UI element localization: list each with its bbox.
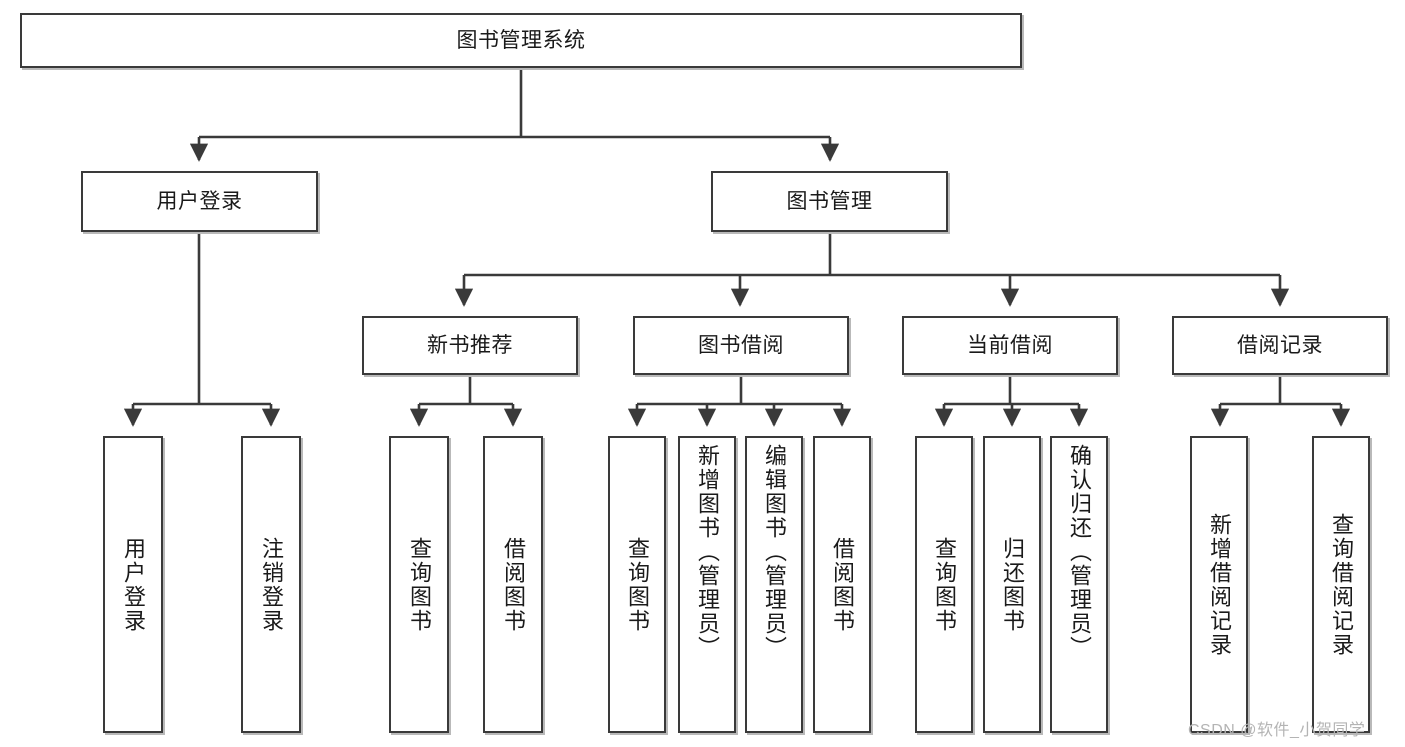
leaf-query-record[interactable]: 查询借阅记录: [1312, 436, 1370, 733]
leaf-edit-book-label: 编辑图书（管理员）: [761, 444, 787, 660]
node-book-borrow-label: 图书借阅: [698, 333, 784, 357]
node-borrow-record-label: 借阅记录: [1237, 333, 1323, 357]
node-new-book-recommend-label: 新书推荐: [427, 333, 513, 357]
node-book-borrow[interactable]: 图书借阅: [633, 316, 849, 375]
leaf-confirm-return[interactable]: 确认归还（管理员）: [1050, 436, 1108, 733]
leaf-add-record[interactable]: 新增借阅记录: [1190, 436, 1248, 733]
leaf-edit-book[interactable]: 编辑图书（管理员）: [745, 436, 803, 733]
leaf-query-book-2[interactable]: 查询图书: [608, 436, 666, 733]
leaf-user-logout[interactable]: 注销登录: [241, 436, 301, 733]
node-current-borrow[interactable]: 当前借阅: [902, 316, 1118, 375]
node-borrow-record[interactable]: 借阅记录: [1172, 316, 1388, 375]
leaf-user-logout-label: 注销登录: [258, 536, 284, 633]
leaf-query-record-label: 查询借阅记录: [1328, 512, 1354, 657]
node-new-book-recommend[interactable]: 新书推荐: [362, 316, 578, 375]
node-user-login-label: 用户登录: [156, 189, 243, 213]
node-root-label: 图书管理系统: [456, 28, 586, 52]
leaf-query-book-1[interactable]: 查询图书: [389, 436, 449, 733]
leaf-borrow-book-2[interactable]: 借阅图书: [813, 436, 871, 733]
node-book-manage[interactable]: 图书管理: [711, 171, 948, 232]
leaf-add-book[interactable]: 新增图书（管理员）: [678, 436, 736, 733]
leaf-add-book-label: 新增图书（管理员）: [694, 444, 720, 660]
leaf-confirm-return-label: 确认归还（管理员）: [1066, 444, 1092, 660]
leaf-return-book-label: 归还图书: [999, 536, 1025, 633]
leaf-user-login[interactable]: 用户登录: [103, 436, 163, 733]
leaf-return-book[interactable]: 归还图书: [983, 436, 1041, 733]
node-root[interactable]: 图书管理系统: [20, 13, 1022, 68]
leaf-add-record-label: 新增借阅记录: [1206, 512, 1232, 657]
leaf-query-book-1-label: 查询图书: [406, 536, 432, 633]
watermark-text: CSDN @软件_小贺同学: [1188, 722, 1366, 739]
leaf-query-book-2-label: 查询图书: [624, 536, 650, 633]
leaf-borrow-book-1[interactable]: 借阅图书: [483, 436, 543, 733]
node-current-borrow-label: 当前借阅: [967, 333, 1053, 357]
leaf-query-book-3[interactable]: 查询图书: [915, 436, 973, 733]
leaf-user-login-label: 用户登录: [120, 536, 146, 633]
leaf-borrow-book-2-label: 借阅图书: [829, 536, 855, 633]
node-user-login[interactable]: 用户登录: [81, 171, 318, 232]
node-book-manage-label: 图书管理: [786, 189, 873, 213]
leaf-borrow-book-1-label: 借阅图书: [500, 536, 526, 633]
leaf-query-book-3-label: 查询图书: [931, 536, 957, 633]
